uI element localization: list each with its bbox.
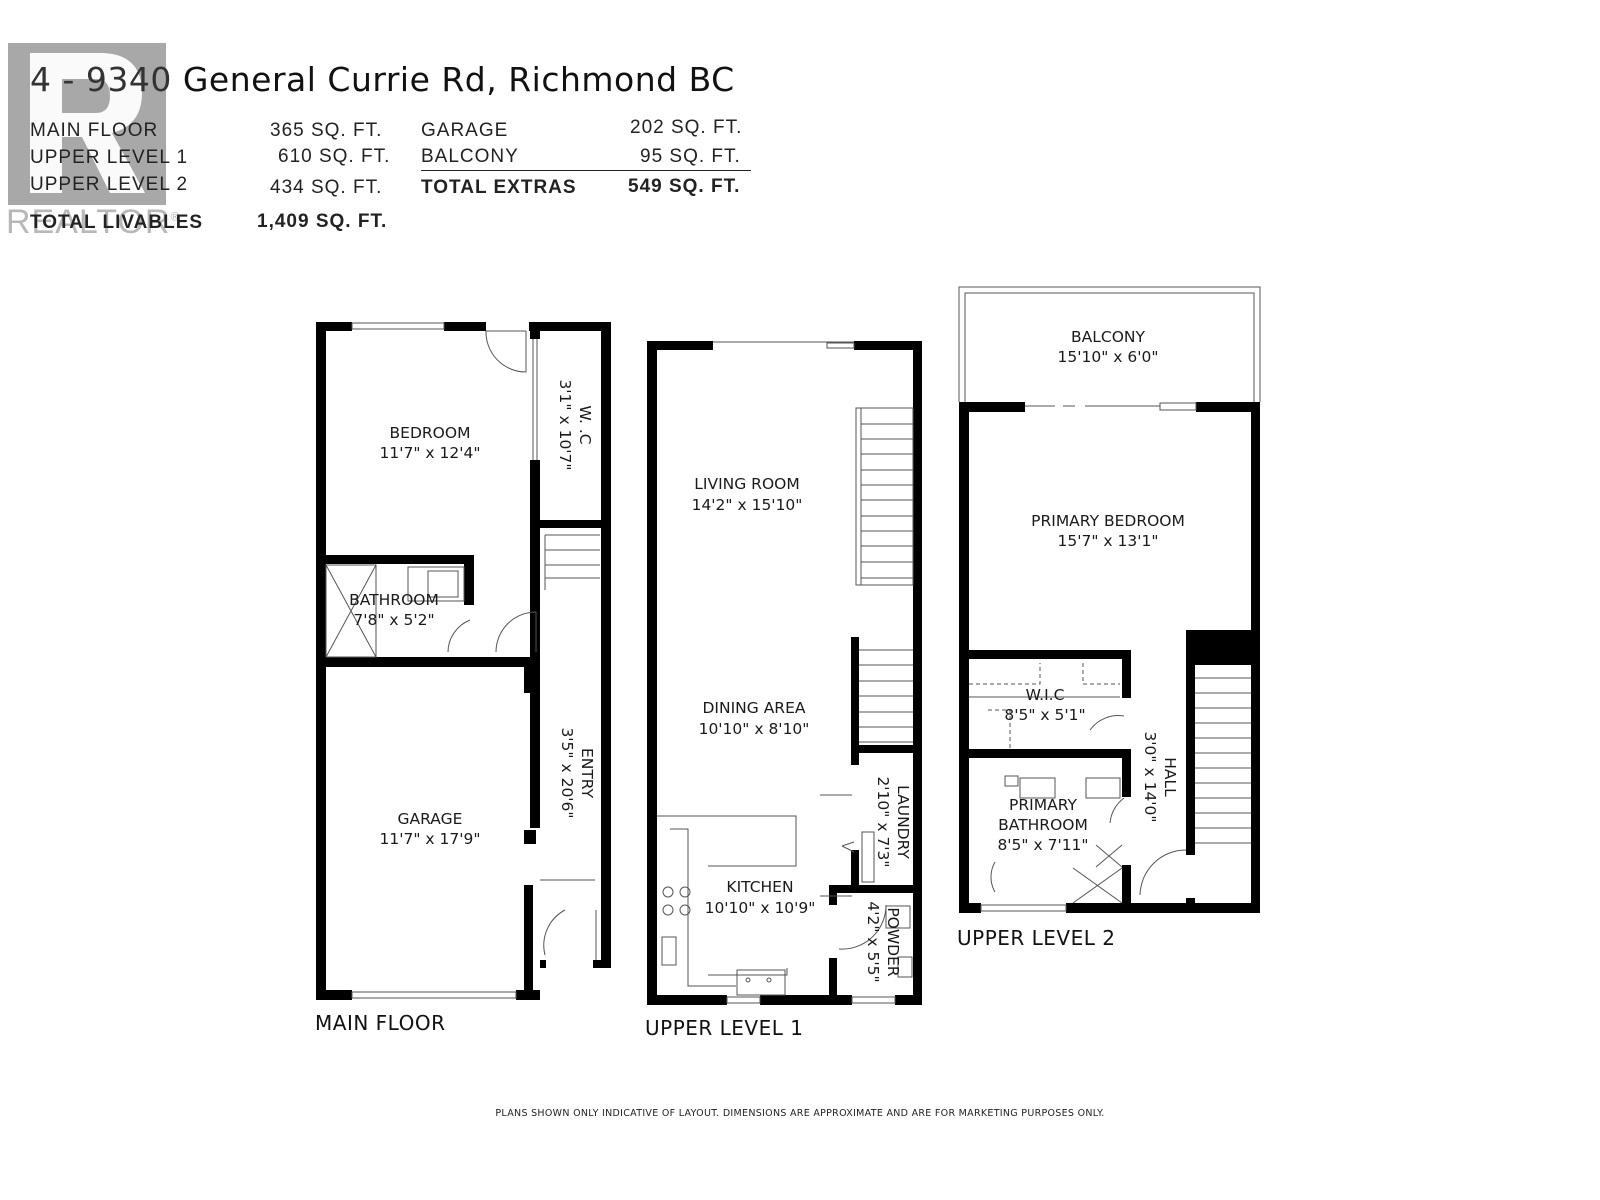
room-dims-primary-bathroom: 8'5" x 7'11" — [997, 836, 1088, 854]
room-dims-balcony: 15'10" x 6'0" — [1058, 348, 1159, 366]
stat-value-upper-level-1: 610 SQ. FT. — [278, 146, 391, 167]
room-name-wic: W. .C — [576, 405, 594, 444]
property-address-title: 4 - 9340 General Currie Rd, Richmond BC — [30, 60, 735, 99]
realtor-r-icon — [30, 53, 145, 193]
extras-divider — [421, 170, 751, 171]
room-name-kitchen: KITCHEN — [726, 878, 793, 896]
room-dims-wic-upper: 8'5" x 5'1" — [1004, 706, 1085, 724]
stat-value-balcony: 95 SQ. FT. — [640, 146, 741, 167]
stat-label: MAIN FLOOR — [30, 120, 159, 141]
room-name-garage: GARAGE — [398, 810, 463, 828]
room-name-hall: HALL — [1161, 757, 1179, 797]
stat-row-main-floor: MAIN FLOOR — [30, 120, 158, 142]
room-dims-powder: 4'2" x 5'5" — [864, 901, 882, 982]
room-dims-hall: 3'0" x 14'0" — [1141, 731, 1159, 822]
main-floor-plan — [316, 322, 611, 1000]
room-name-wic-upper: W.I.C — [1026, 686, 1065, 704]
room-dims-entry: 3'5" x 20'6" — [558, 727, 576, 818]
stat-value-total-livables: 1,409 SQ. FT. — [257, 211, 388, 232]
room-name-primary-bedroom: PRIMARY BEDROOM — [1031, 512, 1185, 530]
room-name-living: LIVING ROOM — [694, 475, 799, 493]
stat-value-garage: 202 SQ. FT. — [630, 117, 743, 138]
upper-level-2-details — [958, 286, 1261, 912]
room-name-primary-bathroom-line1: PRIMARY — [1009, 796, 1077, 814]
upper-level-1-plan — [647, 341, 922, 1005]
realtor-wordmark: REALTOR® — [6, 203, 181, 241]
stat-row-upper-level-2: UPPER LEVEL 2 — [30, 174, 189, 195]
room-dims-garage: 11'7" x 17'9" — [380, 830, 481, 848]
room-dims-bathroom: 7'8" x 5'2" — [353, 611, 434, 629]
floor-label-upper-1: UPPER LEVEL 1 — [645, 1016, 804, 1040]
room-name-bedroom: BEDROOM — [390, 424, 471, 442]
stat-row-upper-level-1: UPPER LEVEL 1 — [30, 147, 189, 168]
room-name-bathroom: BATHROOM — [349, 591, 439, 609]
main-floor-details — [325, 322, 600, 999]
room-dims-laundry: 2'10" x 7'3" — [874, 776, 892, 867]
disclaimer-footer: PLANS SHOWN ONLY INDICATIVE OF LAYOUT. D… — [495, 1108, 1105, 1119]
stat-value-upper-level-2: 434 SQ. FT. — [270, 177, 383, 198]
stat-row-total-livables: TOTAL LIVABLES — [30, 212, 204, 233]
stat-row-total-extras: TOTAL EXTRAS — [421, 177, 577, 198]
room-name-powder: POWDER — [884, 907, 902, 977]
stat-value-main-floor: 365 SQ. FT. — [270, 120, 383, 141]
room-dims-wic: 3'1" x 10'7" — [556, 379, 574, 470]
upper-level-1-details — [657, 341, 914, 1004]
room-dims-bedroom: 11'7" x 12'4" — [380, 444, 481, 462]
stat-row-garage: GARAGE — [421, 120, 509, 141]
stat-row-balcony: BALCONY — [421, 146, 519, 167]
room-dims-primary-bedroom: 15'7" x 13'1" — [1058, 532, 1159, 550]
room-dims-living: 14'2" x 15'10" — [692, 496, 803, 514]
room-name-dining: DINING AREA — [703, 699, 806, 717]
wall — [316, 322, 326, 1000]
floor-label-upper-2: UPPER LEVEL 2 — [957, 926, 1116, 950]
room-dims-dining: 10'10" x 8'10" — [699, 720, 810, 738]
realtor-logo-block — [8, 43, 166, 205]
floor-label-main: MAIN FLOOR — [315, 1011, 446, 1035]
room-name-primary-bathroom: BATHROOM — [998, 816, 1088, 834]
upper-level-2-plan — [959, 402, 1260, 913]
room-dims-kitchen: 10'10" x 10'9" — [705, 899, 816, 917]
room-name-laundry: LAUNDRY — [894, 785, 912, 859]
room-name-entry: ENTRY — [578, 748, 596, 799]
stat-value-total-extras: 549 SQ. FT. — [628, 176, 741, 197]
room-name-balcony: BALCONY — [1071, 328, 1145, 346]
